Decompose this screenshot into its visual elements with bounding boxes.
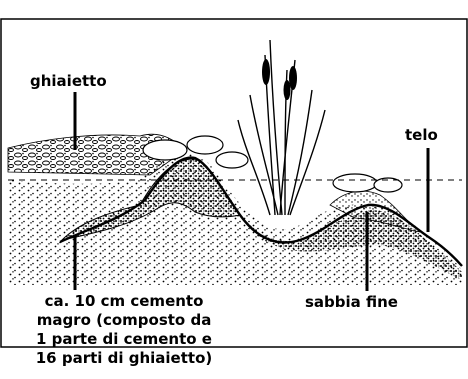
cattail-plant <box>237 39 326 216</box>
label-concrete-line-2: magro (composto da <box>36 311 212 329</box>
liner-line <box>59 156 463 267</box>
label-gravel: ghiaietto <box>30 72 107 90</box>
label-concrete-line-4: 16 parti di ghiaietto) <box>35 349 213 367</box>
diagram-frame <box>0 18 468 348</box>
label-concrete-line-1: ca. 10 cm cemento <box>44 292 204 310</box>
stones <box>142 135 403 193</box>
label-fine-sand: sabbia fine <box>305 293 398 311</box>
label-liner: telo <box>405 126 438 144</box>
label-concrete: ca. 10 cm cemento magro (composto da 1 p… <box>4 292 244 368</box>
subsoil <box>8 153 462 285</box>
cattail-heads <box>262 59 297 100</box>
label-concrete-line-3: 1 parte di cemento e <box>35 330 212 348</box>
